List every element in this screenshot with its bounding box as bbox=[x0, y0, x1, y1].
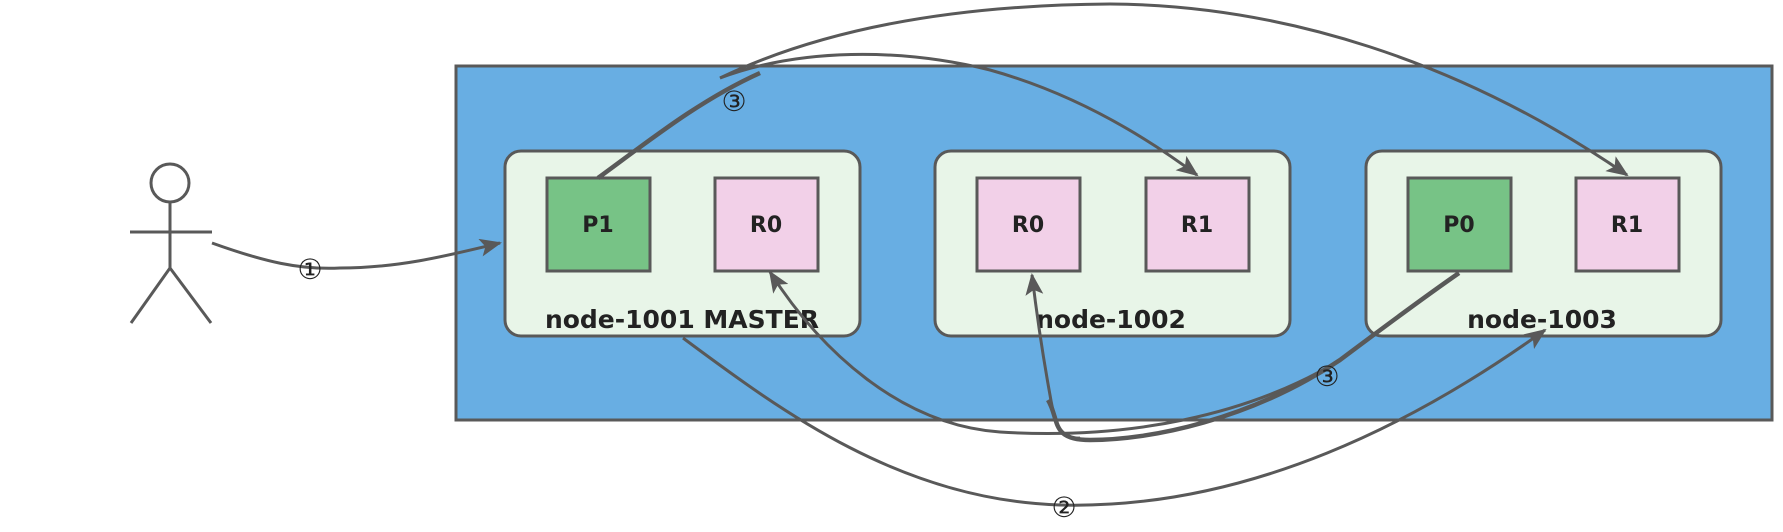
shard-p0-node-1003 bbox=[1406, 176, 1513, 273]
node-label: node-1002 bbox=[1036, 305, 1186, 334]
step-3-marker: ③ bbox=[1314, 360, 1339, 393]
request-arrow bbox=[211, 238, 502, 270]
shard-label: R0 bbox=[1012, 213, 1044, 238]
shard-label: R1 bbox=[1611, 213, 1643, 238]
replicate-arrow bbox=[768, 270, 1341, 435]
node-1003: P0 R1 node-1003 bbox=[1364, 149, 1723, 338]
node-1001: P1 R0 node-1001 MASTER bbox=[503, 149, 862, 338]
node-label: node-1001 MASTER bbox=[545, 305, 819, 334]
node-label: node-1003 bbox=[1467, 305, 1617, 334]
user-actor-icon bbox=[129, 162, 213, 324]
step-3-marker: ③ bbox=[721, 85, 746, 118]
shard-label: P1 bbox=[582, 213, 613, 238]
forward-arrow bbox=[682, 328, 1547, 507]
shard-r0-node-1002 bbox=[975, 176, 1082, 273]
shard-r0-node-1001 bbox=[713, 176, 820, 273]
shard-r1-node-1002 bbox=[1144, 176, 1251, 273]
shard-label: R0 bbox=[750, 213, 782, 238]
replicate-arrow bbox=[719, 52, 1199, 177]
shard-p1-node-1001 bbox=[545, 176, 652, 273]
replicate-arrow bbox=[596, 70, 761, 180]
shard-label: R1 bbox=[1181, 213, 1213, 238]
step-2-marker: ② bbox=[1051, 491, 1076, 524]
node-1002: R0 R1 node-1002 bbox=[933, 149, 1292, 338]
replicate-arrow bbox=[719, 2, 1629, 177]
shard-r1-node-1003 bbox=[1574, 176, 1681, 273]
shard-label: P0 bbox=[1443, 213, 1474, 238]
step-1-marker: ① bbox=[297, 253, 322, 286]
